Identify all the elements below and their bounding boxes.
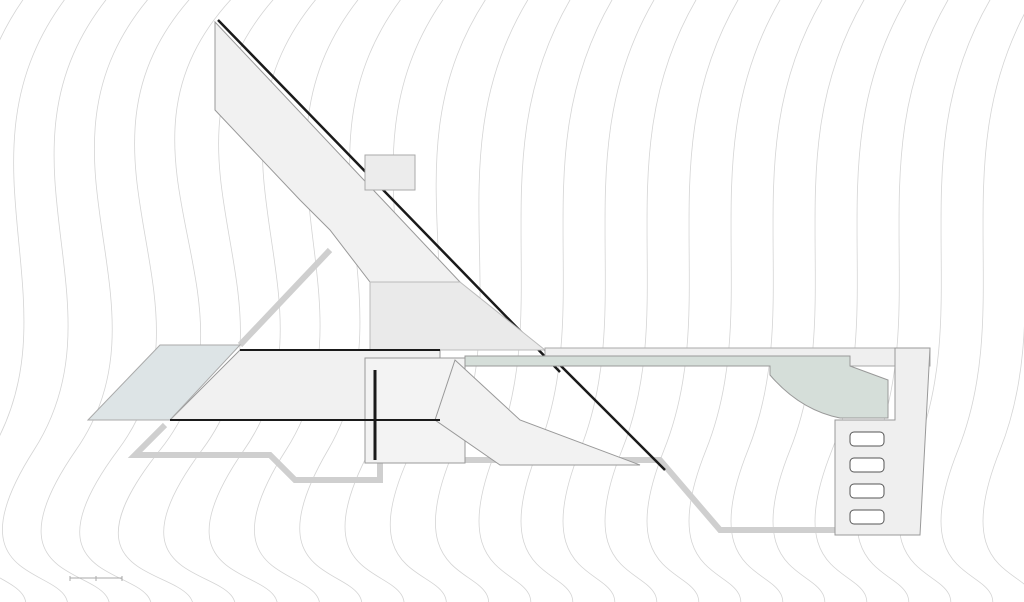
pool [464,355,889,419]
contour-line [163,0,274,602]
south-walkway [127,422,835,533]
car-icon [849,509,885,525]
contour-line [688,0,781,602]
contour-line [940,13,1024,602]
north-wing [214,20,462,283]
north-stair-walkway [237,247,333,348]
contour-line [604,0,697,602]
parking [849,431,885,525]
deck [369,281,547,351]
north-terrace [364,154,416,191]
car-icon [849,483,885,499]
contour-line [1,0,107,602]
bedroom-wing [434,359,641,466]
contour-line [520,0,613,602]
car-icon [849,431,885,447]
car-icon [849,457,885,473]
contour-line [0,0,66,602]
contour-line [478,0,571,602]
west-pool [86,344,242,421]
contour-line [40,0,149,602]
walkways [127,247,835,533]
contour-line [730,0,823,602]
contour-line [299,0,402,602]
scale-bar [69,576,123,581]
contour-line [982,324,1024,585]
diagonal-wall [544,349,666,471]
contour-line [646,0,739,602]
north-wing-wall [217,19,561,373]
contour-line [772,0,865,602]
contour-line [79,0,190,602]
contour-line [118,0,232,602]
contour-line [562,0,655,602]
